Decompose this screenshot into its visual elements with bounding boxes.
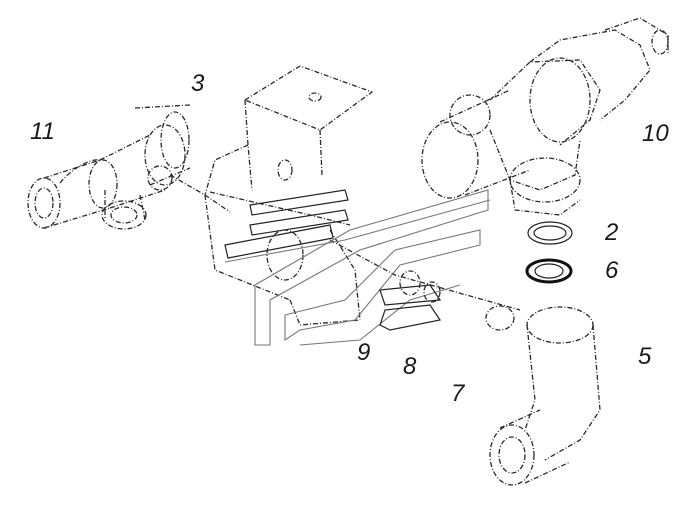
callout-7: 7 bbox=[451, 380, 465, 407]
part-9-plate bbox=[379, 284, 442, 306]
part-11-tee-fitting bbox=[27, 104, 191, 230]
callout-8: 8 bbox=[403, 353, 417, 380]
callout-6: 6 bbox=[605, 257, 619, 284]
bracket-tabs bbox=[224, 189, 491, 263]
part-2-ring bbox=[527, 221, 573, 245]
callout-5: 5 bbox=[638, 343, 652, 370]
callout-11: 11 bbox=[30, 118, 55, 145]
callout-2: 2 bbox=[605, 219, 619, 246]
part-8-plate bbox=[379, 304, 441, 331]
part-7-plate bbox=[254, 189, 489, 346]
callout-10: 10 bbox=[642, 120, 669, 147]
callout-9: 9 bbox=[357, 339, 371, 366]
callout-3: 3 bbox=[191, 70, 205, 97]
part-10-elbow-pipe bbox=[421, 17, 669, 216]
part-5-elbow bbox=[489, 306, 601, 486]
connector-nut bbox=[399, 270, 515, 331]
part-6-ring bbox=[525, 258, 573, 284]
